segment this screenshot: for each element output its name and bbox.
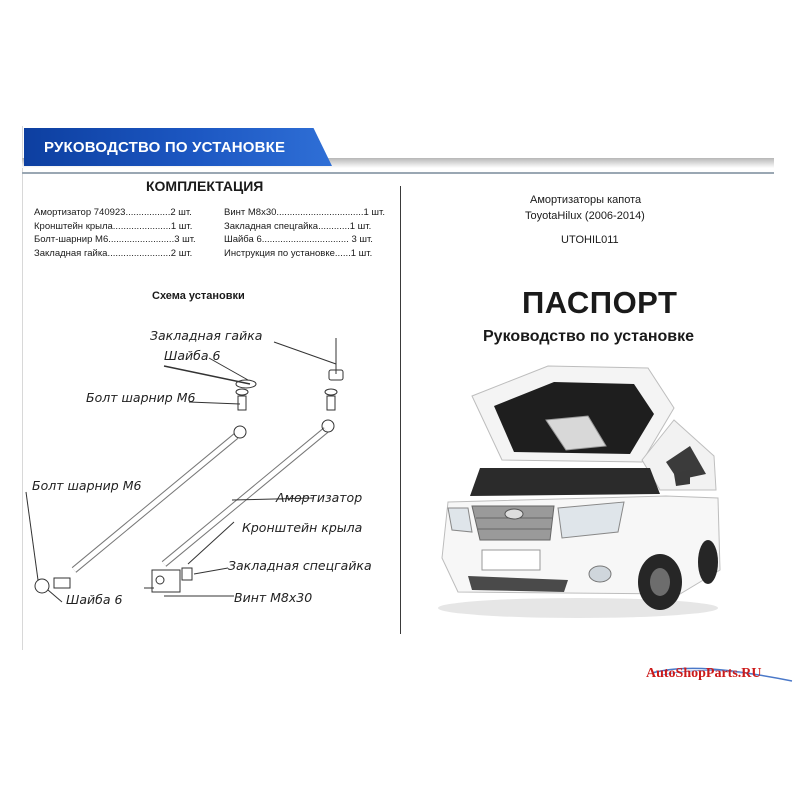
kit-item: Шайба 6.................................… xyxy=(224,234,373,245)
kit-item: Болт-шарнир М6.........................3… xyxy=(34,234,196,245)
label-shock: Амортизатор xyxy=(275,490,362,505)
passport-title: ПАСПОРТ xyxy=(522,285,678,320)
watermark-car-icon xyxy=(651,667,793,682)
label-bolt-top: Болт шарнир М6 xyxy=(86,390,195,405)
shock-eye xyxy=(321,419,335,433)
passport-subtitle: Руководство по установке xyxy=(483,328,695,345)
label-washer-bottom: Шайба 6 xyxy=(66,592,122,607)
installation-diagram: Закладная гайка Шайба 6 Болт шарнир М6 Б… xyxy=(25,328,372,607)
watermark-text: AutoShopParts.RU xyxy=(646,666,762,681)
scheme-title: Схема установки xyxy=(152,290,245,302)
bracket-hole xyxy=(155,575,165,585)
label-washer-top: Шайба 6 xyxy=(164,348,220,363)
header-ribbon xyxy=(24,128,332,166)
bolt-part xyxy=(237,395,247,411)
shock-eye xyxy=(233,425,247,439)
label-bolt-left: Болт шарнир М6 xyxy=(32,478,141,493)
bolt-head xyxy=(324,388,338,396)
kit-item: Амортизатор 740923.................2 шт. xyxy=(34,207,192,218)
product-subtitle-line2: ToyotaHilux (2006-2014) xyxy=(525,210,645,222)
car-photo xyxy=(438,365,721,618)
kit-item: Винт М8х30..............................… xyxy=(224,207,385,218)
washer-bottom xyxy=(34,578,50,594)
label-special-nut: Закладная спецгайка xyxy=(228,558,372,573)
column-divider xyxy=(400,186,401,634)
leader-line xyxy=(231,497,315,501)
bracket-part xyxy=(151,569,181,593)
leader-line xyxy=(187,521,235,565)
leader-line xyxy=(47,589,63,603)
kit-list-left: Амортизатор 740923.................2 шт.… xyxy=(34,206,196,260)
kit-title: КОМПЛЕКТАЦИЯ xyxy=(146,178,264,194)
nut-part xyxy=(328,369,344,381)
leader-line xyxy=(188,401,241,405)
shock-body-inner xyxy=(72,434,238,572)
leader-line xyxy=(25,491,39,581)
label-screw: Винт М8х30 xyxy=(234,590,312,605)
special-nut-part xyxy=(181,567,193,581)
document-sheet xyxy=(22,126,775,650)
bolt-head xyxy=(235,388,249,396)
kit-list-right: Винт М8х30..............................… xyxy=(224,206,385,260)
kit-item: Закладная гайка........................2… xyxy=(34,247,193,259)
label-bracket: Кронштейн крыла xyxy=(242,520,362,535)
header-ribbon-title: РУКОВОДСТВО ПО УСТАНОВКЕ xyxy=(44,139,286,156)
bolt-bottom xyxy=(53,577,71,589)
kit-item: Закладная спецгайка............1 шт. xyxy=(224,220,372,232)
washer-rod xyxy=(163,365,251,385)
product-code: UTOHIL011 xyxy=(561,234,619,246)
kit-item: Инструкция по установке......1 шт. xyxy=(224,247,373,259)
shock-body-inner xyxy=(162,428,328,566)
leader-line xyxy=(273,341,337,365)
label-nut: Закладная гайка xyxy=(150,328,262,343)
header-shadow xyxy=(22,158,774,168)
kit-item: Кронштейн крыла......................1 ш… xyxy=(34,220,193,232)
bolt-part xyxy=(326,395,336,411)
header-rule xyxy=(22,172,774,174)
washer-part xyxy=(235,379,257,389)
leader-line xyxy=(208,357,249,381)
leader-line xyxy=(193,567,229,575)
product-subtitle-line1: Амортизаторы капота xyxy=(530,194,642,206)
